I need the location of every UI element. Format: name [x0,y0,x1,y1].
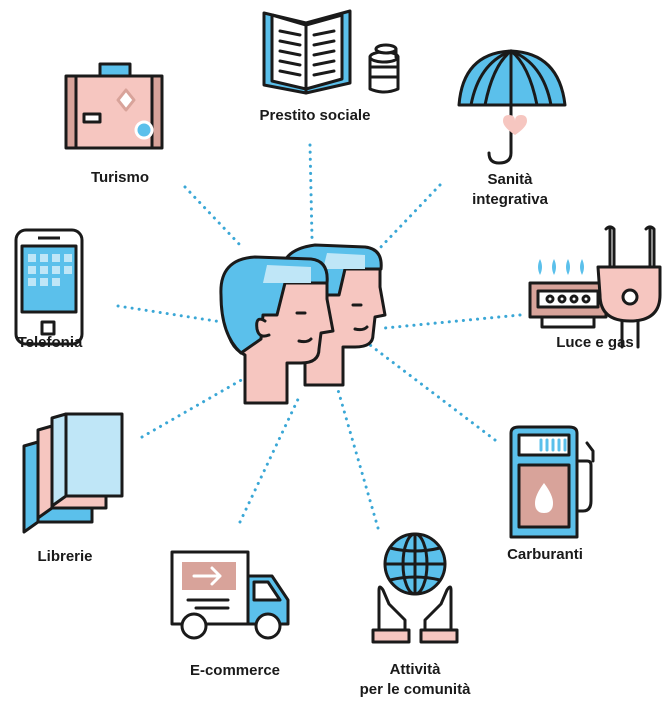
label-line: E-commerce [189,662,281,679]
connector-ecommerce [238,393,302,524]
label-line: per le comunità [359,681,471,698]
label-sanita: Sanità integrativa [440,170,580,210]
label-line: integrativa [472,191,548,208]
label-line: Carburanti [507,546,583,563]
label-ecommerce: E-commerce [165,661,305,681]
connector-carburanti [368,343,497,442]
suitcase-icon [64,62,164,150]
label-carburanti: Carburanti [470,545,620,565]
label-line: Attività [389,661,441,678]
books-icon [22,412,124,534]
label-line: Prestito sociale [259,107,371,124]
label-luce: Luce e gas [530,333,660,353]
label-attivita: Attività per le comunità [330,660,500,700]
connector-sanita [376,183,442,252]
label-telefonia: Telefonia [0,333,100,353]
globe-hands-icon [371,532,459,644]
connector-librerie [140,373,252,439]
two-heads-icon [219,243,387,405]
connector-turismo [183,185,242,247]
label-librerie: Librerie [10,547,120,567]
connector-attivita [336,388,380,530]
label-line: Telefonia [17,334,83,351]
label-line: Sanità [487,171,533,188]
book-coins-icon [262,9,400,95]
label-line: Turismo [90,169,150,186]
delivery-truck-icon [170,550,290,640]
connector-prestito [308,143,314,240]
connector-telefonia [116,304,224,324]
label-turismo: Turismo [60,168,180,188]
stove-plug-icon [528,225,662,349]
label-line: Librerie [37,548,93,565]
smartphone-icon [14,228,84,346]
label-line: Luce e gas [556,334,634,351]
connector-luce [383,313,522,330]
label-prestito: Prestito sociale [225,106,405,126]
umbrella-heart-icon [457,49,567,165]
fuel-pump-icon [509,425,595,539]
